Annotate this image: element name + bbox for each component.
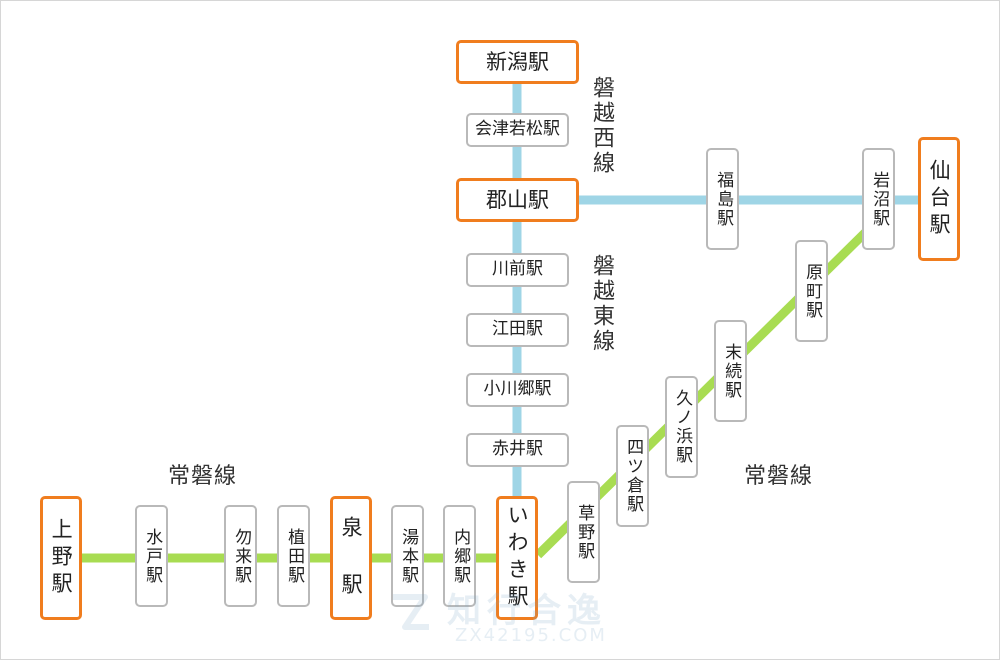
station-kusano: 草野駅 bbox=[567, 481, 600, 583]
station-ogawago: 小川郷駅 bbox=[466, 373, 569, 407]
station-kawamae: 川前駅 bbox=[466, 253, 569, 287]
station-eda: 江田駅 bbox=[466, 313, 569, 347]
station-niigata: 新潟駅 bbox=[456, 40, 579, 84]
station-yumoto: 湯本駅 bbox=[391, 505, 424, 607]
station-koriyama: 郡山駅 bbox=[456, 178, 579, 222]
station-iwaki: いわき駅 bbox=[496, 496, 538, 620]
station-fukushima: 福島駅 bbox=[706, 148, 739, 250]
station-hisanohama: 久ノ浜駅 bbox=[665, 376, 698, 478]
label-ban-etsu-west: 磐越西線 bbox=[589, 76, 614, 176]
station-nakoso: 勿来駅 bbox=[224, 505, 257, 607]
station-iwanuma: 岩沼駅 bbox=[862, 148, 895, 250]
label-ban-etsu-east: 磐越東線 bbox=[589, 254, 614, 354]
station-yotsukura: 四ツ倉駅 bbox=[616, 425, 649, 527]
label-joban-right: 常磐線 bbox=[744, 464, 814, 489]
station-akai: 赤井駅 bbox=[466, 433, 569, 467]
station-aizu-wakamatsu: 会津若松駅 bbox=[466, 113, 569, 147]
watermark-subtext: ZX42195.COM bbox=[455, 625, 607, 646]
station-ueda: 植田駅 bbox=[277, 505, 310, 607]
station-uchigo: 内郷駅 bbox=[443, 505, 476, 607]
station-suetsugi: 末続駅 bbox=[714, 320, 747, 422]
station-sendai: 仙台駅 bbox=[918, 137, 960, 261]
watermark-text: 知行合逸 bbox=[447, 591, 607, 631]
station-mito: 水戸駅 bbox=[135, 505, 168, 607]
label-joban-left: 常磐線 bbox=[168, 464, 238, 489]
station-ueno: 上野駅 bbox=[40, 496, 82, 620]
watermark-logo-icon bbox=[393, 594, 429, 630]
station-izumi: 泉 駅 bbox=[330, 496, 372, 620]
watermark: 知行合逸 ZX42195.COM bbox=[385, 585, 620, 655]
station-haranomachi: 原町駅 bbox=[795, 240, 828, 342]
